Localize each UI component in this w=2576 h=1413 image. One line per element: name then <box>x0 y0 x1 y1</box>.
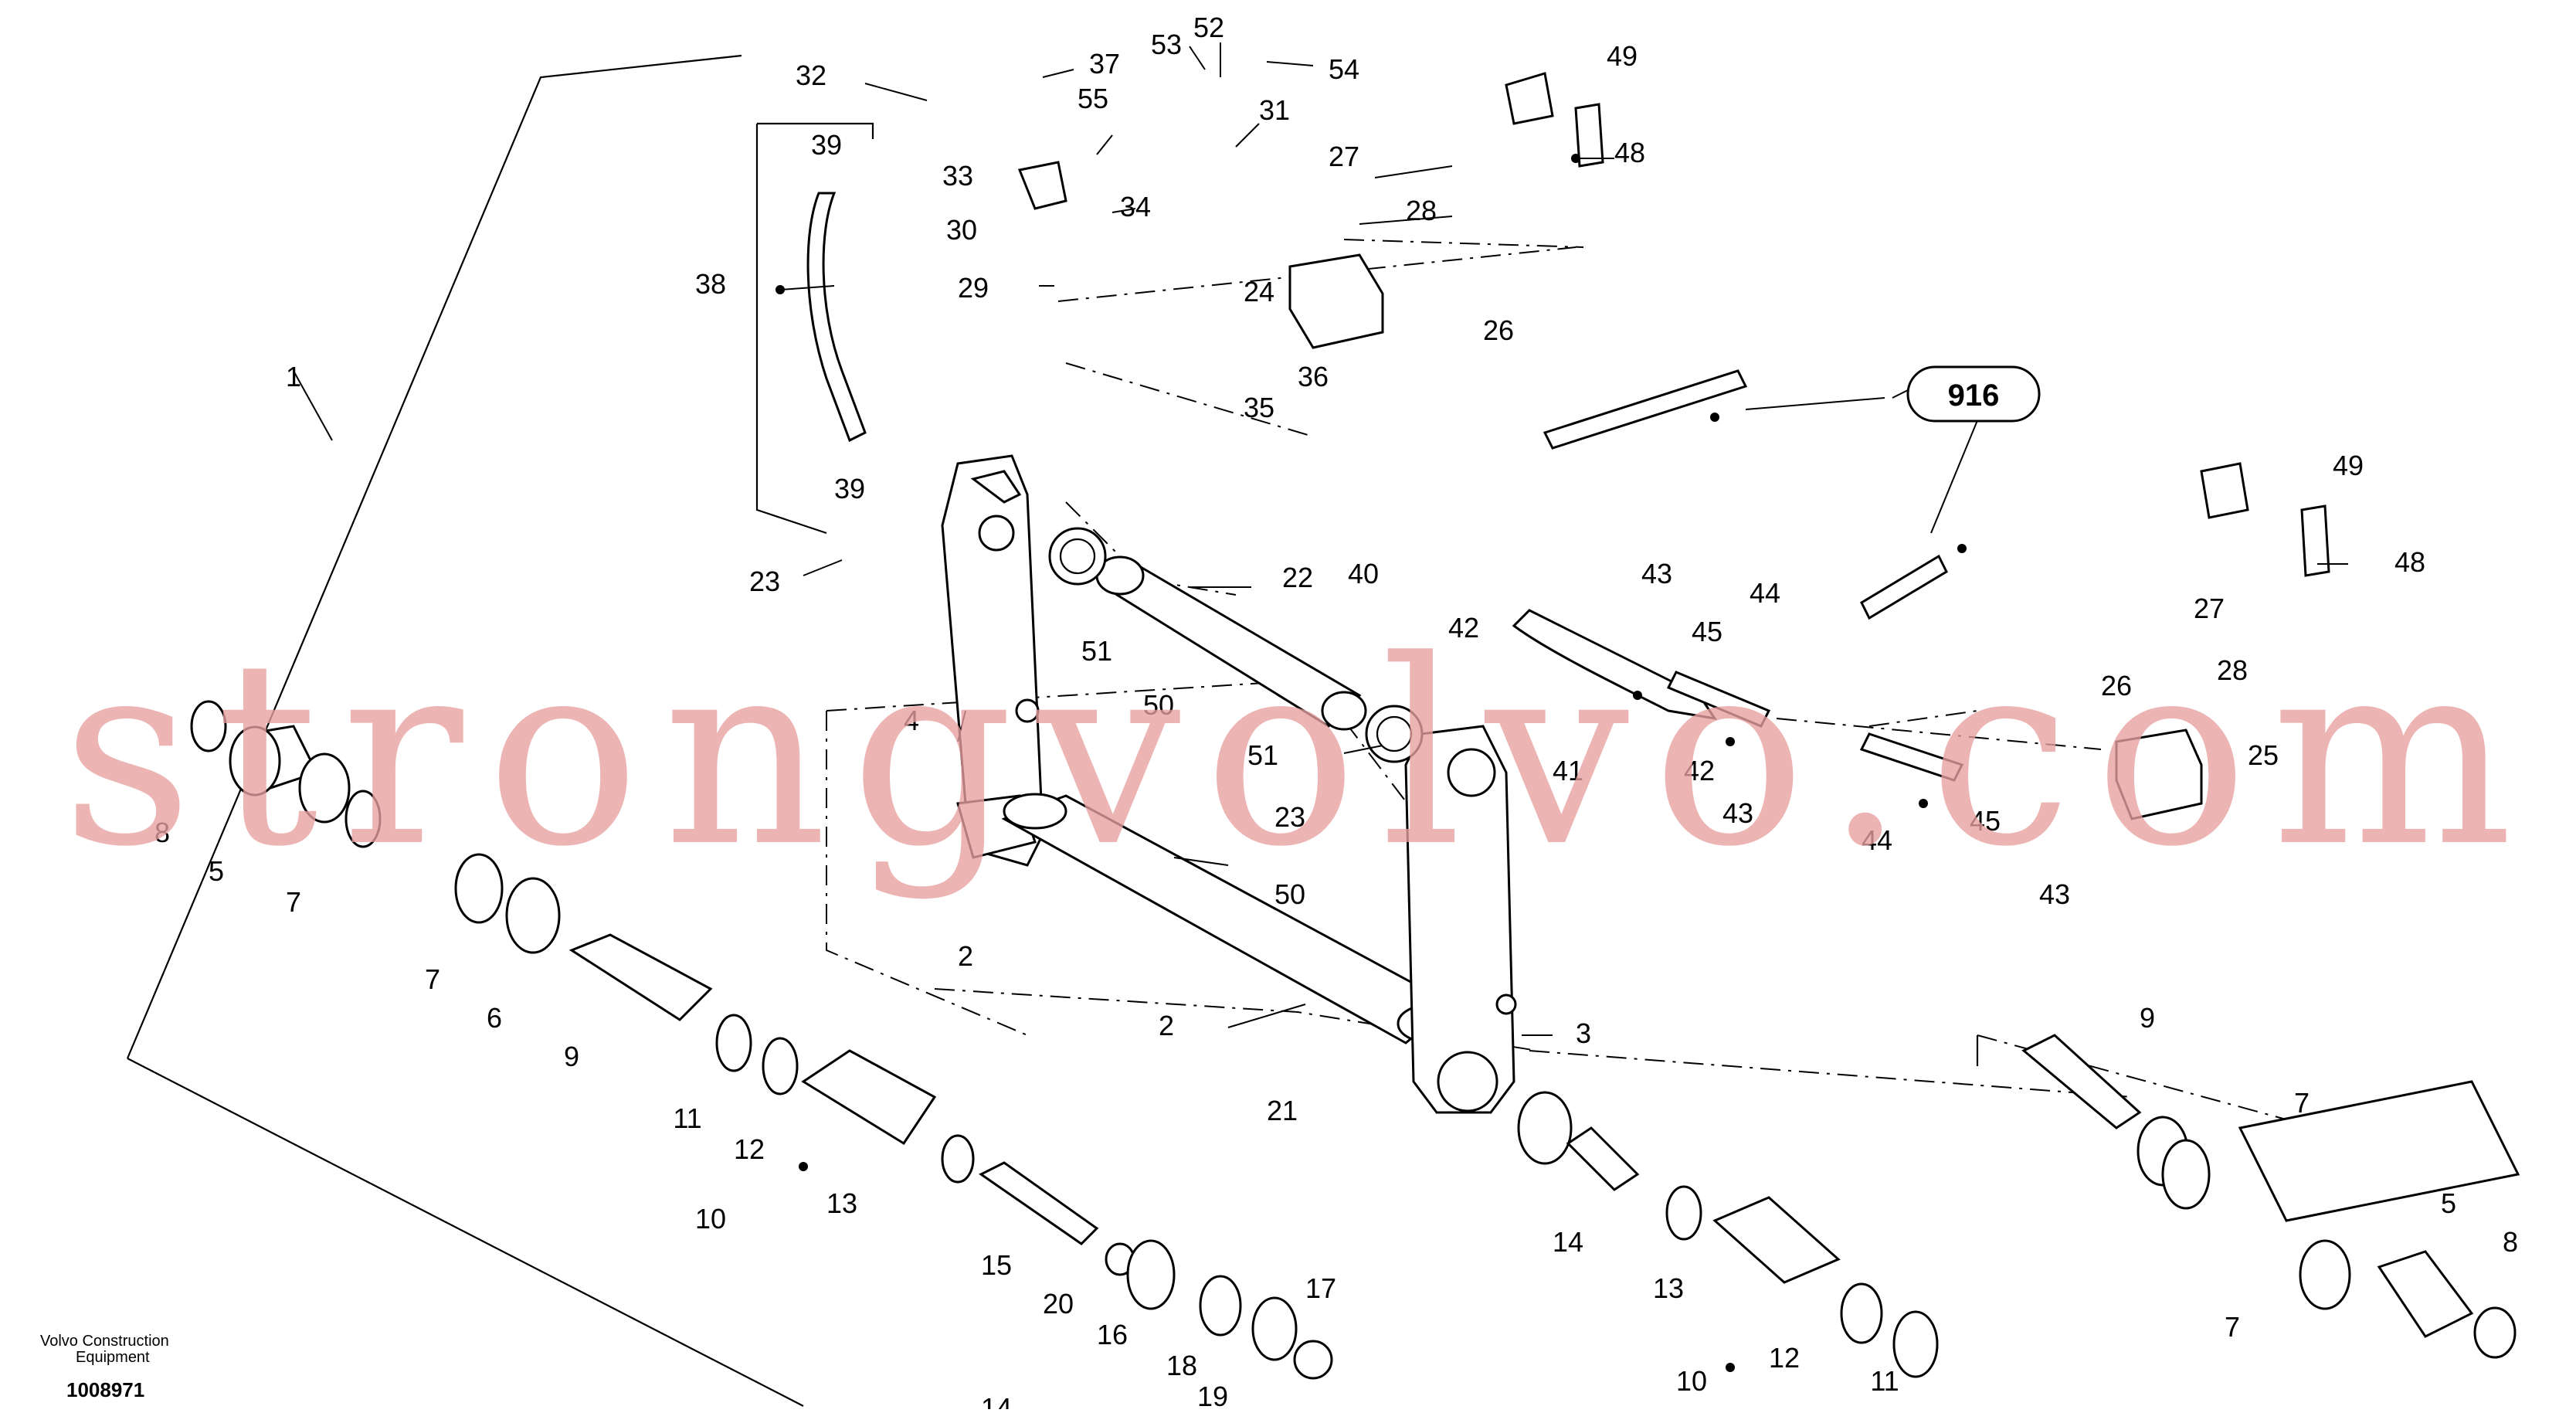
part-label-50: 50 <box>1143 689 1174 721</box>
part-label-5: 5 <box>2441 1187 2456 1219</box>
part-label-6: 6 <box>487 1002 502 1034</box>
footer-block: Volvo Construction Equipment 1008971 <box>40 1333 169 1401</box>
part-label-26: 26 <box>2101 670 2132 701</box>
part-label-44: 44 <box>1862 824 1892 856</box>
part-label-40: 40 <box>1348 558 1379 589</box>
part-label-31: 31 <box>1259 94 1290 126</box>
part-label-17: 17 <box>1305 1272 1336 1304</box>
part-label-15: 15 <box>981 1249 1012 1281</box>
right-bearing-stack <box>1517 1034 2520 1378</box>
part-label-23: 23 <box>749 566 780 597</box>
part-label-13: 13 <box>826 1187 857 1219</box>
part-label-18: 18 <box>1166 1350 1197 1381</box>
part-label-52: 52 <box>1193 12 1224 43</box>
part-label-43: 43 <box>2039 878 2070 910</box>
part-label-27: 27 <box>1329 141 1359 172</box>
part-label-32: 32 <box>796 59 826 91</box>
part-label-10: 10 <box>1676 1365 1707 1397</box>
part-label-53: 53 <box>1151 29 1182 60</box>
part-label-11: 11 <box>673 1102 701 1134</box>
part-label-45: 45 <box>1970 805 2001 837</box>
part-label-33: 33 <box>942 160 973 192</box>
part-label-9: 9 <box>564 1041 579 1072</box>
part-label-48: 48 <box>2394 546 2425 578</box>
part-label-22: 22 <box>1282 562 1313 593</box>
part-label-39: 39 <box>834 473 865 504</box>
part-label-7: 7 <box>2294 1087 2310 1119</box>
part-label-27: 27 <box>2194 593 2225 624</box>
part-label-34: 34 <box>1120 191 1151 222</box>
reference-bubble-916[interactable]: 916 <box>1906 365 2041 423</box>
watermark-text: strongvolvo.com <box>62 606 2536 902</box>
part-label-11: 11 <box>1870 1365 1899 1397</box>
part-label-45: 45 <box>1692 616 1722 647</box>
part-label-7: 7 <box>425 963 440 995</box>
part-label-7: 7 <box>2225 1311 2240 1343</box>
part-label-48: 48 <box>1614 137 1645 168</box>
part-label-28: 28 <box>2217 654 2248 686</box>
part-label-25: 25 <box>2248 739 2279 771</box>
pin-22 <box>1048 527 1424 763</box>
part-label-51: 51 <box>1247 739 1278 771</box>
part-label-43: 43 <box>1722 797 1753 829</box>
part-label-7: 7 <box>286 886 301 918</box>
part-label-29: 29 <box>958 272 989 304</box>
valve-blocks <box>1017 161 2203 820</box>
part-label-1: 1 <box>286 361 301 392</box>
part-label-21: 21 <box>1267 1095 1298 1126</box>
part-number-labels: 1223455677778899101011111212131314141516… <box>154 12 2518 1413</box>
part-label-42: 42 <box>1684 755 1715 786</box>
part-label-42: 42 <box>1448 612 1479 644</box>
part-label-54: 54 <box>1329 53 1359 85</box>
right-side-plate <box>1404 725 1517 1114</box>
part-label-4: 4 <box>904 705 919 736</box>
part-label-38: 38 <box>695 268 726 300</box>
part-label-3: 3 <box>1576 1017 1591 1049</box>
part-label-9: 9 <box>2140 1002 2155 1034</box>
reference-bubble-label: 916 <box>1948 379 2000 413</box>
part-label-24: 24 <box>1244 276 1274 307</box>
part-label-12: 12 <box>1769 1342 1800 1374</box>
part-label-55: 55 <box>1078 83 1108 114</box>
part-label-37: 37 <box>1089 48 1120 80</box>
part-label-44: 44 <box>1750 577 1780 609</box>
part-label-39: 39 <box>811 129 842 161</box>
hydraulic-hoses <box>806 192 1964 782</box>
left-bearing-stack <box>190 700 1333 1380</box>
part-label-13: 13 <box>1653 1272 1684 1304</box>
part-label-14: 14 <box>1553 1226 1583 1258</box>
part-label-16: 16 <box>1097 1319 1128 1350</box>
part-label-8: 8 <box>2503 1226 2518 1258</box>
part-label-23: 23 <box>1274 801 1305 833</box>
part-label-2: 2 <box>1159 1010 1174 1041</box>
part-label-19: 19 <box>1197 1381 1228 1409</box>
part-label-30: 30 <box>946 214 977 246</box>
part-label-35: 35 <box>1244 392 1274 423</box>
company-name-line2: Equipment <box>76 1349 150 1366</box>
part-label-2: 2 <box>958 940 973 972</box>
part-label-8: 8 <box>154 817 170 848</box>
part-label-26: 26 <box>1483 314 1514 346</box>
part-label-5: 5 <box>209 855 224 887</box>
part-label-51: 51 <box>1081 635 1112 667</box>
part-label-10: 10 <box>695 1203 726 1235</box>
part-label-43: 43 <box>1641 558 1672 589</box>
part-label-28: 28 <box>1406 195 1437 226</box>
part-label-12: 12 <box>734 1133 765 1165</box>
callout-dots <box>776 154 1967 1372</box>
document-number: 1008971 <box>66 1378 144 1401</box>
caps-and-fittings <box>1505 72 2330 577</box>
part-label-41: 41 <box>1553 755 1583 786</box>
company-name-line1: Volvo Construction <box>40 1333 169 1350</box>
part-label-50: 50 <box>1274 878 1305 910</box>
part-label-49: 49 <box>1607 40 1638 72</box>
part-label-14: 14 <box>981 1392 1012 1409</box>
part-label-49: 49 <box>2333 450 2364 481</box>
part-label-36: 36 <box>1298 361 1329 392</box>
part-label-20: 20 <box>1043 1288 1074 1320</box>
